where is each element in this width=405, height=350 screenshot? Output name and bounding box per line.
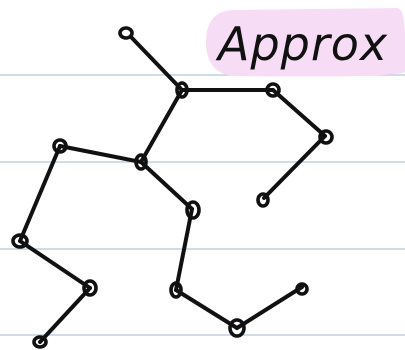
node-h bbox=[185, 200, 201, 220]
label-highlight bbox=[206, 8, 405, 77]
node-e bbox=[256, 192, 270, 208]
node-c bbox=[265, 82, 281, 98]
edge-m-n bbox=[235, 285, 304, 330]
edge-i-j bbox=[18, 239, 92, 290]
node-g bbox=[52, 138, 68, 154]
node-l bbox=[169, 281, 183, 299]
edge-b-f bbox=[139, 88, 184, 164]
edge-a-b bbox=[129, 35, 184, 92]
node-j bbox=[82, 279, 98, 297]
edge-f-h bbox=[139, 160, 194, 211]
edge-f-g bbox=[58, 144, 143, 164]
node-b bbox=[175, 81, 189, 99]
edge-d-e bbox=[262, 134, 327, 200]
node-d bbox=[318, 129, 334, 145]
node-a bbox=[118, 26, 134, 40]
node-k bbox=[32, 335, 48, 349]
edge-g-i bbox=[18, 144, 62, 243]
graph-edges bbox=[18, 35, 327, 344]
edge-h-l bbox=[174, 207, 194, 292]
edge-j-k bbox=[38, 286, 92, 344]
node-i bbox=[11, 233, 29, 249]
approx-label: Approx bbox=[206, 8, 405, 77]
ruled-lines bbox=[0, 74, 405, 336]
node-f bbox=[134, 153, 148, 171]
node-m bbox=[228, 318, 246, 338]
label-text: Approx bbox=[215, 17, 388, 71]
node-n bbox=[295, 282, 309, 296]
edge-c-d bbox=[271, 88, 327, 138]
edge-l-m bbox=[174, 288, 239, 330]
graph-nodes bbox=[11, 26, 334, 349]
